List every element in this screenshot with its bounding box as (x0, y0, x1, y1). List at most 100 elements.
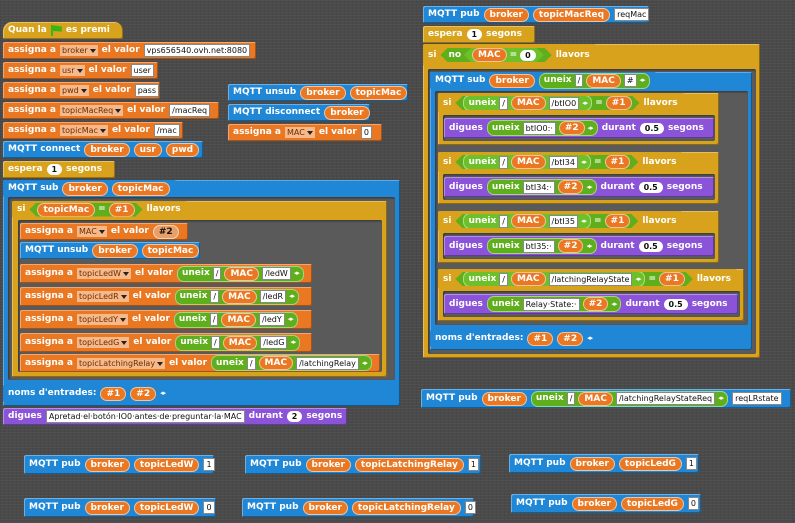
topic-var[interactable]: topicLedW (133, 500, 200, 515)
assign-topicledw-block[interactable]: assigna a topicLedW el valor uneix/MAC/l… (20, 264, 312, 283)
param2-var[interactable]: #2 (582, 297, 609, 311)
broker-var[interactable]: broker (84, 142, 130, 157)
mac-var[interactable]: MAC (511, 155, 546, 169)
topic-suffix-input[interactable]: /ledY (258, 313, 285, 326)
separator-input[interactable]: / (499, 273, 508, 286)
topic-input[interactable]: /latchingRelayState (549, 273, 633, 286)
wait-seconds-input[interactable]: 1 (46, 164, 63, 175)
payload-input[interactable]: 0 (203, 501, 215, 514)
mac-var[interactable]: MAC (222, 335, 258, 350)
separator-input[interactable]: / (574, 74, 584, 87)
assign-topicledr-block[interactable]: assigna a topicLedR el valor uneix/MAC/l… (20, 287, 312, 306)
separator-input[interactable]: / (210, 290, 220, 303)
broker-var[interactable]: broker (305, 457, 351, 472)
say-seconds-input[interactable]: 0.5 (663, 298, 688, 310)
mac-var[interactable]: MAC (578, 391, 613, 406)
mac-var[interactable]: MAC (258, 356, 294, 370)
assign-topicmacreq-block[interactable]: assigna a topicMacReq el valor /macReq (3, 102, 219, 119)
separator-input[interactable]: / (499, 97, 508, 110)
arrows-icon[interactable]: ◂▸ (361, 358, 368, 367)
arrows-icon[interactable]: ◂▸ (586, 182, 592, 191)
join-reporter[interactable]: uneix/MAC/latchingRelay◂▸ (211, 355, 372, 371)
var-dropdown[interactable]: topicLatchingRelay (77, 357, 166, 369)
mac-var[interactable]: MAC (222, 289, 257, 304)
mac-var[interactable]: MAC (224, 266, 259, 281)
separator-input[interactable]: / (499, 215, 508, 228)
mac-var[interactable]: MAC (511, 272, 546, 286)
var-dropdown[interactable]: topicMacReq (60, 105, 124, 116)
mqtt-pub-macreq-block[interactable]: MQTT pub broker topicMacReq reqMac (423, 6, 650, 23)
mac-var[interactable]: MAC (586, 73, 621, 88)
join-reporter[interactable]: uneix/MAC/ledY◂▸ (173, 311, 298, 328)
value-input[interactable]: /macReq (169, 104, 211, 117)
wildcard-input[interactable]: # (623, 74, 637, 87)
param1-var[interactable]: #1 (659, 272, 685, 286)
param1-var[interactable]: #1 (605, 214, 631, 228)
assign-usr-block[interactable]: assigna a usr el valor user (3, 62, 158, 79)
arrows-icon[interactable]: ◂▸ (611, 299, 617, 308)
mqtt-pub-ledw-on-block[interactable]: MQTT pub broker topicLedW 1 (24, 455, 215, 474)
var-dropdown[interactable]: topicLedW (77, 268, 131, 279)
pwd-var[interactable]: pwd (165, 142, 200, 157)
topic-var[interactable]: topicLedW (133, 457, 200, 472)
separator-input[interactable]: / (212, 267, 222, 280)
broker-var[interactable]: broker (569, 456, 615, 471)
topic-var[interactable]: topicLatchingRelay (354, 457, 464, 472)
topic-input[interactable]: /btI34 (549, 156, 578, 169)
broker-var[interactable]: broker (302, 500, 348, 515)
param2-var[interactable]: #2 (557, 180, 584, 194)
param1-var[interactable]: #1 (100, 386, 127, 401)
join-reporter[interactable]: uneix/MAC#◂▸ (538, 72, 650, 89)
join-reporter[interactable]: uneix/MAC/ledR◂▸ (174, 288, 300, 305)
usr-var[interactable]: usr (133, 142, 162, 157)
equals-predicate[interactable]: uneix/MAC/btI34◂▸ = #1 (455, 155, 638, 169)
var-dropdown[interactable]: topicLedR (77, 291, 129, 302)
say-block[interactable]: digues Apretad·el·botón·IO0·antes·de·pre… (3, 408, 347, 425)
if-bti34-block[interactable]: si uneix/MAC/btI34◂▸ = #1 llavors digues… (438, 152, 719, 204)
join-reporter[interactable]: uneix/MAC/btI34◂▸ (463, 154, 591, 170)
mqtt-pub-latching-off-block[interactable]: MQTT pub broker topicLatchingRelay 0 (242, 498, 476, 517)
payload-input[interactable]: 0 (464, 501, 476, 514)
broker-var[interactable]: broker (84, 500, 130, 515)
broker-var[interactable]: broker (481, 391, 527, 406)
if-not-mac-block[interactable]: si no MAC = 0 llavors MQTT sub broker un… (423, 44, 760, 358)
mqtt-sub-block[interactable]: MQTT sub broker topicMac si topicMac = #… (3, 180, 400, 406)
topic-suffix-input[interactable]: /latchingRelay (296, 356, 359, 370)
not-predicate[interactable]: no MAC = 0 (440, 48, 551, 62)
mqtt-pub-ledw-off-block[interactable]: MQTT pub broker topicLedW 0 (24, 498, 216, 517)
value-input[interactable]: user (130, 64, 154, 77)
say-prefix-input[interactable]: btI35:· (522, 239, 555, 253)
broker-var[interactable]: broker (324, 105, 370, 120)
var-dropdown[interactable]: MAC (285, 127, 315, 138)
param2-var[interactable]: #2 (152, 224, 179, 239)
join-reporter[interactable]: uneix/MAC/btIO0◂▸ (463, 95, 592, 111)
topicmacreq-var[interactable]: topicMacReq (532, 7, 611, 22)
arrows-icon[interactable]: ◂▸ (582, 98, 588, 107)
assign-mac-block[interactable]: assigna a MAC el valor #2 (20, 223, 188, 240)
say-seconds-input[interactable]: 0.5 (638, 181, 663, 193)
assign-pwd-block[interactable]: assigna a pwd el valor pass (3, 82, 160, 99)
broker-var[interactable]: broker (62, 181, 108, 196)
equals-predicate[interactable]: MAC = 0 (464, 48, 544, 62)
arrows-icon[interactable]: ◂▸ (160, 389, 166, 397)
assign-topicledy-block[interactable]: assigna a topicLedY el valor uneix/MAC/l… (20, 310, 312, 329)
mac-var[interactable]: MAC (472, 48, 507, 62)
topic-suffix-input[interactable]: /ledR (259, 290, 287, 303)
payload-input[interactable]: reqMac (614, 8, 650, 21)
mqtt-pub-latching-on-block[interactable]: MQTT pub broker topicLatchingRelay 1 (245, 455, 481, 474)
equals-predicate[interactable]: topicMac = #1 (29, 203, 142, 217)
topic-input[interactable]: /btIO0 (549, 97, 580, 110)
if-relay-state-block[interactable]: si uneix/MAC/latchingRelayState◂▸ = #1 l… (438, 269, 744, 321)
assign-topicmac-block[interactable]: assigna a topicMac el valor /mac (3, 122, 183, 139)
var-dropdown[interactable]: topicMac (60, 125, 108, 136)
payload-input[interactable]: 0 (687, 497, 700, 510)
topic-suffix-input[interactable]: /ledW (262, 267, 291, 280)
payload-input[interactable]: 1 (467, 458, 479, 471)
broker-var[interactable]: broker (483, 7, 529, 22)
value-input[interactable]: pass (134, 84, 160, 97)
separator-input[interactable]: / (499, 156, 508, 169)
topic-var[interactable]: topicLedG (620, 496, 684, 511)
